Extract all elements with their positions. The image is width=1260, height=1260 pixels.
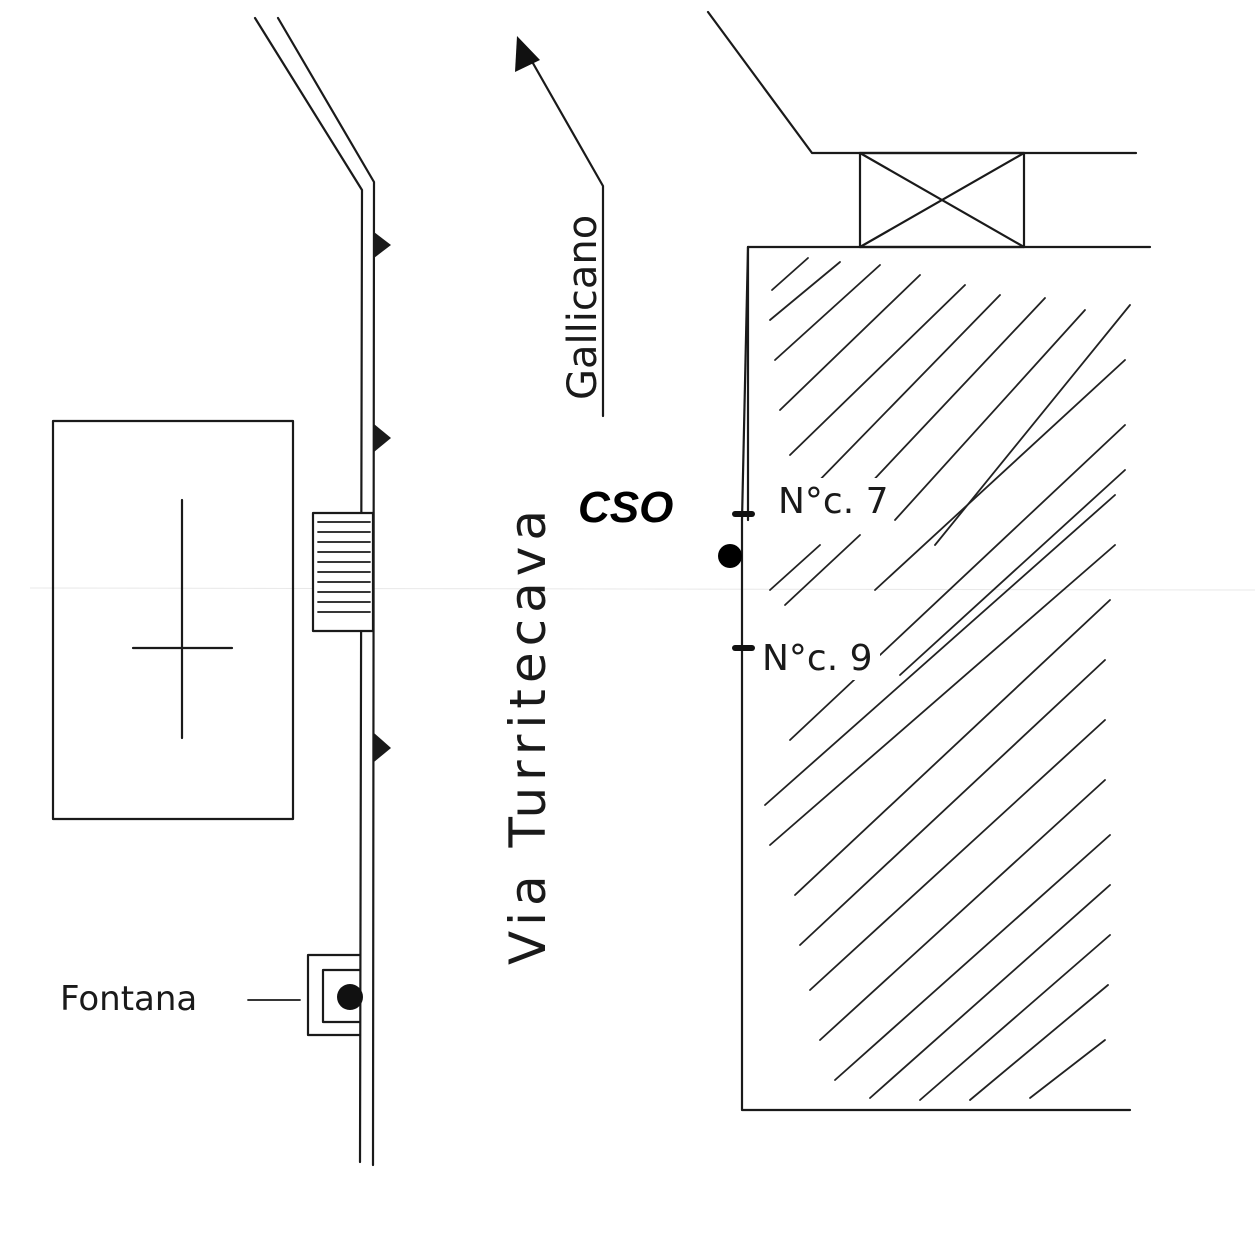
direction-arrow: Gallicano [515,36,606,418]
cso-marker: CSO [578,483,742,568]
wall-marker-icon [374,733,391,762]
church-building [51,419,295,821]
steps [311,511,375,633]
hatched-building [740,245,1132,1112]
direction-label: Gallicano [560,215,606,400]
scan-artifact-line [29,587,1256,591]
road-label: Via Turritecava [499,504,557,965]
fountain-dot-icon [337,984,363,1010]
location-dot-icon [718,544,742,568]
road-left-edge [253,16,376,1167]
house-number-9: N°c. 9 [732,638,873,679]
cso-label: CSO [578,483,673,532]
fountain-label: Fontana [60,979,197,1019]
top-right-structure [706,10,1152,249]
wall-marker-icon [374,424,391,452]
house-number-label: N°c. 7 [778,481,889,522]
fountain: Fontana [60,953,363,1037]
arrow-head-icon [515,36,540,72]
house-number-label: N°c. 9 [762,638,873,679]
house-number-7: N°c. 7 [732,481,889,522]
wall-marker-icon [374,232,391,258]
wall-markers [374,232,391,762]
